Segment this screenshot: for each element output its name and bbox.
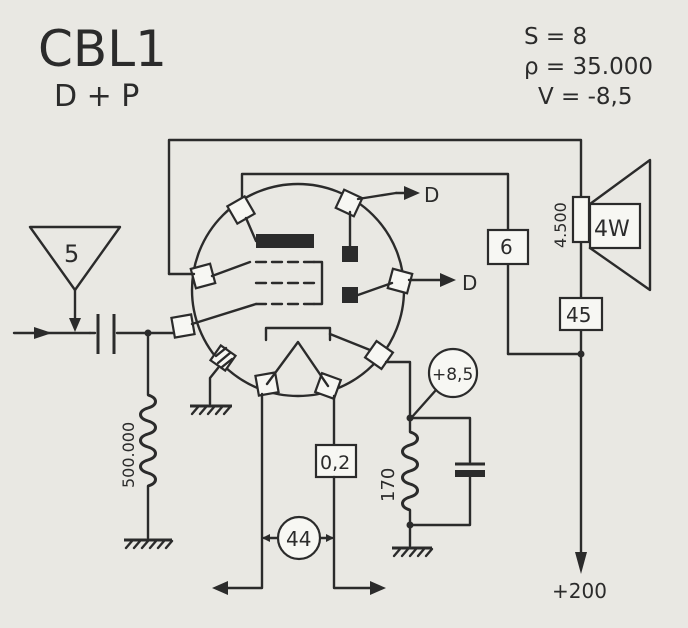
grid3-inner-wire [312,260,324,306]
bias-pointer-wire [410,388,438,419]
input-triangle [28,225,122,292]
tube-diode-anode-1 [342,246,358,262]
anode-resistor-label: 6 [500,235,513,259]
ground-left-hatch [124,539,174,550]
top-loop-wire [167,138,583,276]
heater-lead-right-lower [332,475,374,590]
supply-resistor-label: 45 [566,303,591,327]
heater-resistor-label: 0,2 [320,452,350,474]
heater-lead-left [224,392,264,590]
tube-pin-5 [170,313,196,339]
bypass-cap-bottom-wire [408,475,472,527]
speaker-transformer-label: 4.500 [551,202,570,248]
speaker-power-label: 4W [594,217,630,242]
heater-voltage-circle [276,515,322,561]
control-grid-wire [190,302,258,326]
anode-loop-wire [240,172,510,232]
diode1-arrow-icon [404,186,420,200]
heater-voltage-label: 44 [286,527,311,551]
spec-s: S = 8 [524,24,587,50]
heater-voltage-arrow-left-icon [262,534,270,542]
diode2-inner-wire [356,281,394,297]
diode2-arrow-icon [440,273,456,287]
diode-out-2-label: D [462,271,477,295]
cathode-bias-circle [427,347,479,399]
bypass-cap-top-wire [408,416,472,464]
tube-name: CBL1 [38,20,167,78]
cathode-bias-label: +8,5 [432,365,473,385]
speaker-cone-icon [588,158,652,292]
cathode-resistor-label: 170 [378,468,399,502]
heater-resistor-box [314,443,358,479]
spec-rho: ρ = 35.000 [524,54,653,80]
tube-cathode [264,326,332,342]
tube-diode-anode-2 [342,287,358,303]
tube-shield-pin-hatch [214,346,234,369]
input-arrow-icon [34,327,52,339]
tube-pin-3 [189,262,217,290]
tube-pin-1 [225,194,257,226]
heater-voltage-arrow-right-icon [326,534,334,542]
tube-function: D + P [54,79,139,114]
tube-heater [265,340,330,388]
input-tap-arrow-icon [69,318,81,332]
speaker-transformer-box [571,195,591,244]
tube-pin-4 [386,267,414,295]
cathode-out-wire [384,360,412,420]
cathode-resistor-coil [401,430,419,512]
spec-v: V = -8,5 [538,84,633,110]
grid-resistor-label: 500.000 [119,422,138,488]
anode-inner-wire [244,216,258,243]
tube-anode-plate [256,234,314,248]
shield-ground-wire [208,366,220,406]
grid-resistor-coil [139,393,157,488]
heater-left-arrow-icon [212,581,228,595]
cathode-inner-wire [328,332,372,352]
bypass-cap-plate-2 [455,470,485,477]
grid2-inner-wire [210,260,252,278]
ground-right-hatch [392,547,434,558]
supply-resistor-box [558,296,604,332]
ground-shield-hatch [190,405,232,416]
supply-label: +200 [552,579,607,603]
tube-pin-2 [334,188,364,218]
speaker-body [588,202,642,250]
input-triangle-label: 5 [64,240,79,268]
supply-arrow-icon [575,552,587,574]
anode-resistor-box [486,228,530,266]
supply-junction-dot [577,350,585,358]
diode1-out-wire [356,191,398,201]
heater-right-arrow-icon [370,581,386,595]
diode-out-1-label: D [424,183,439,207]
